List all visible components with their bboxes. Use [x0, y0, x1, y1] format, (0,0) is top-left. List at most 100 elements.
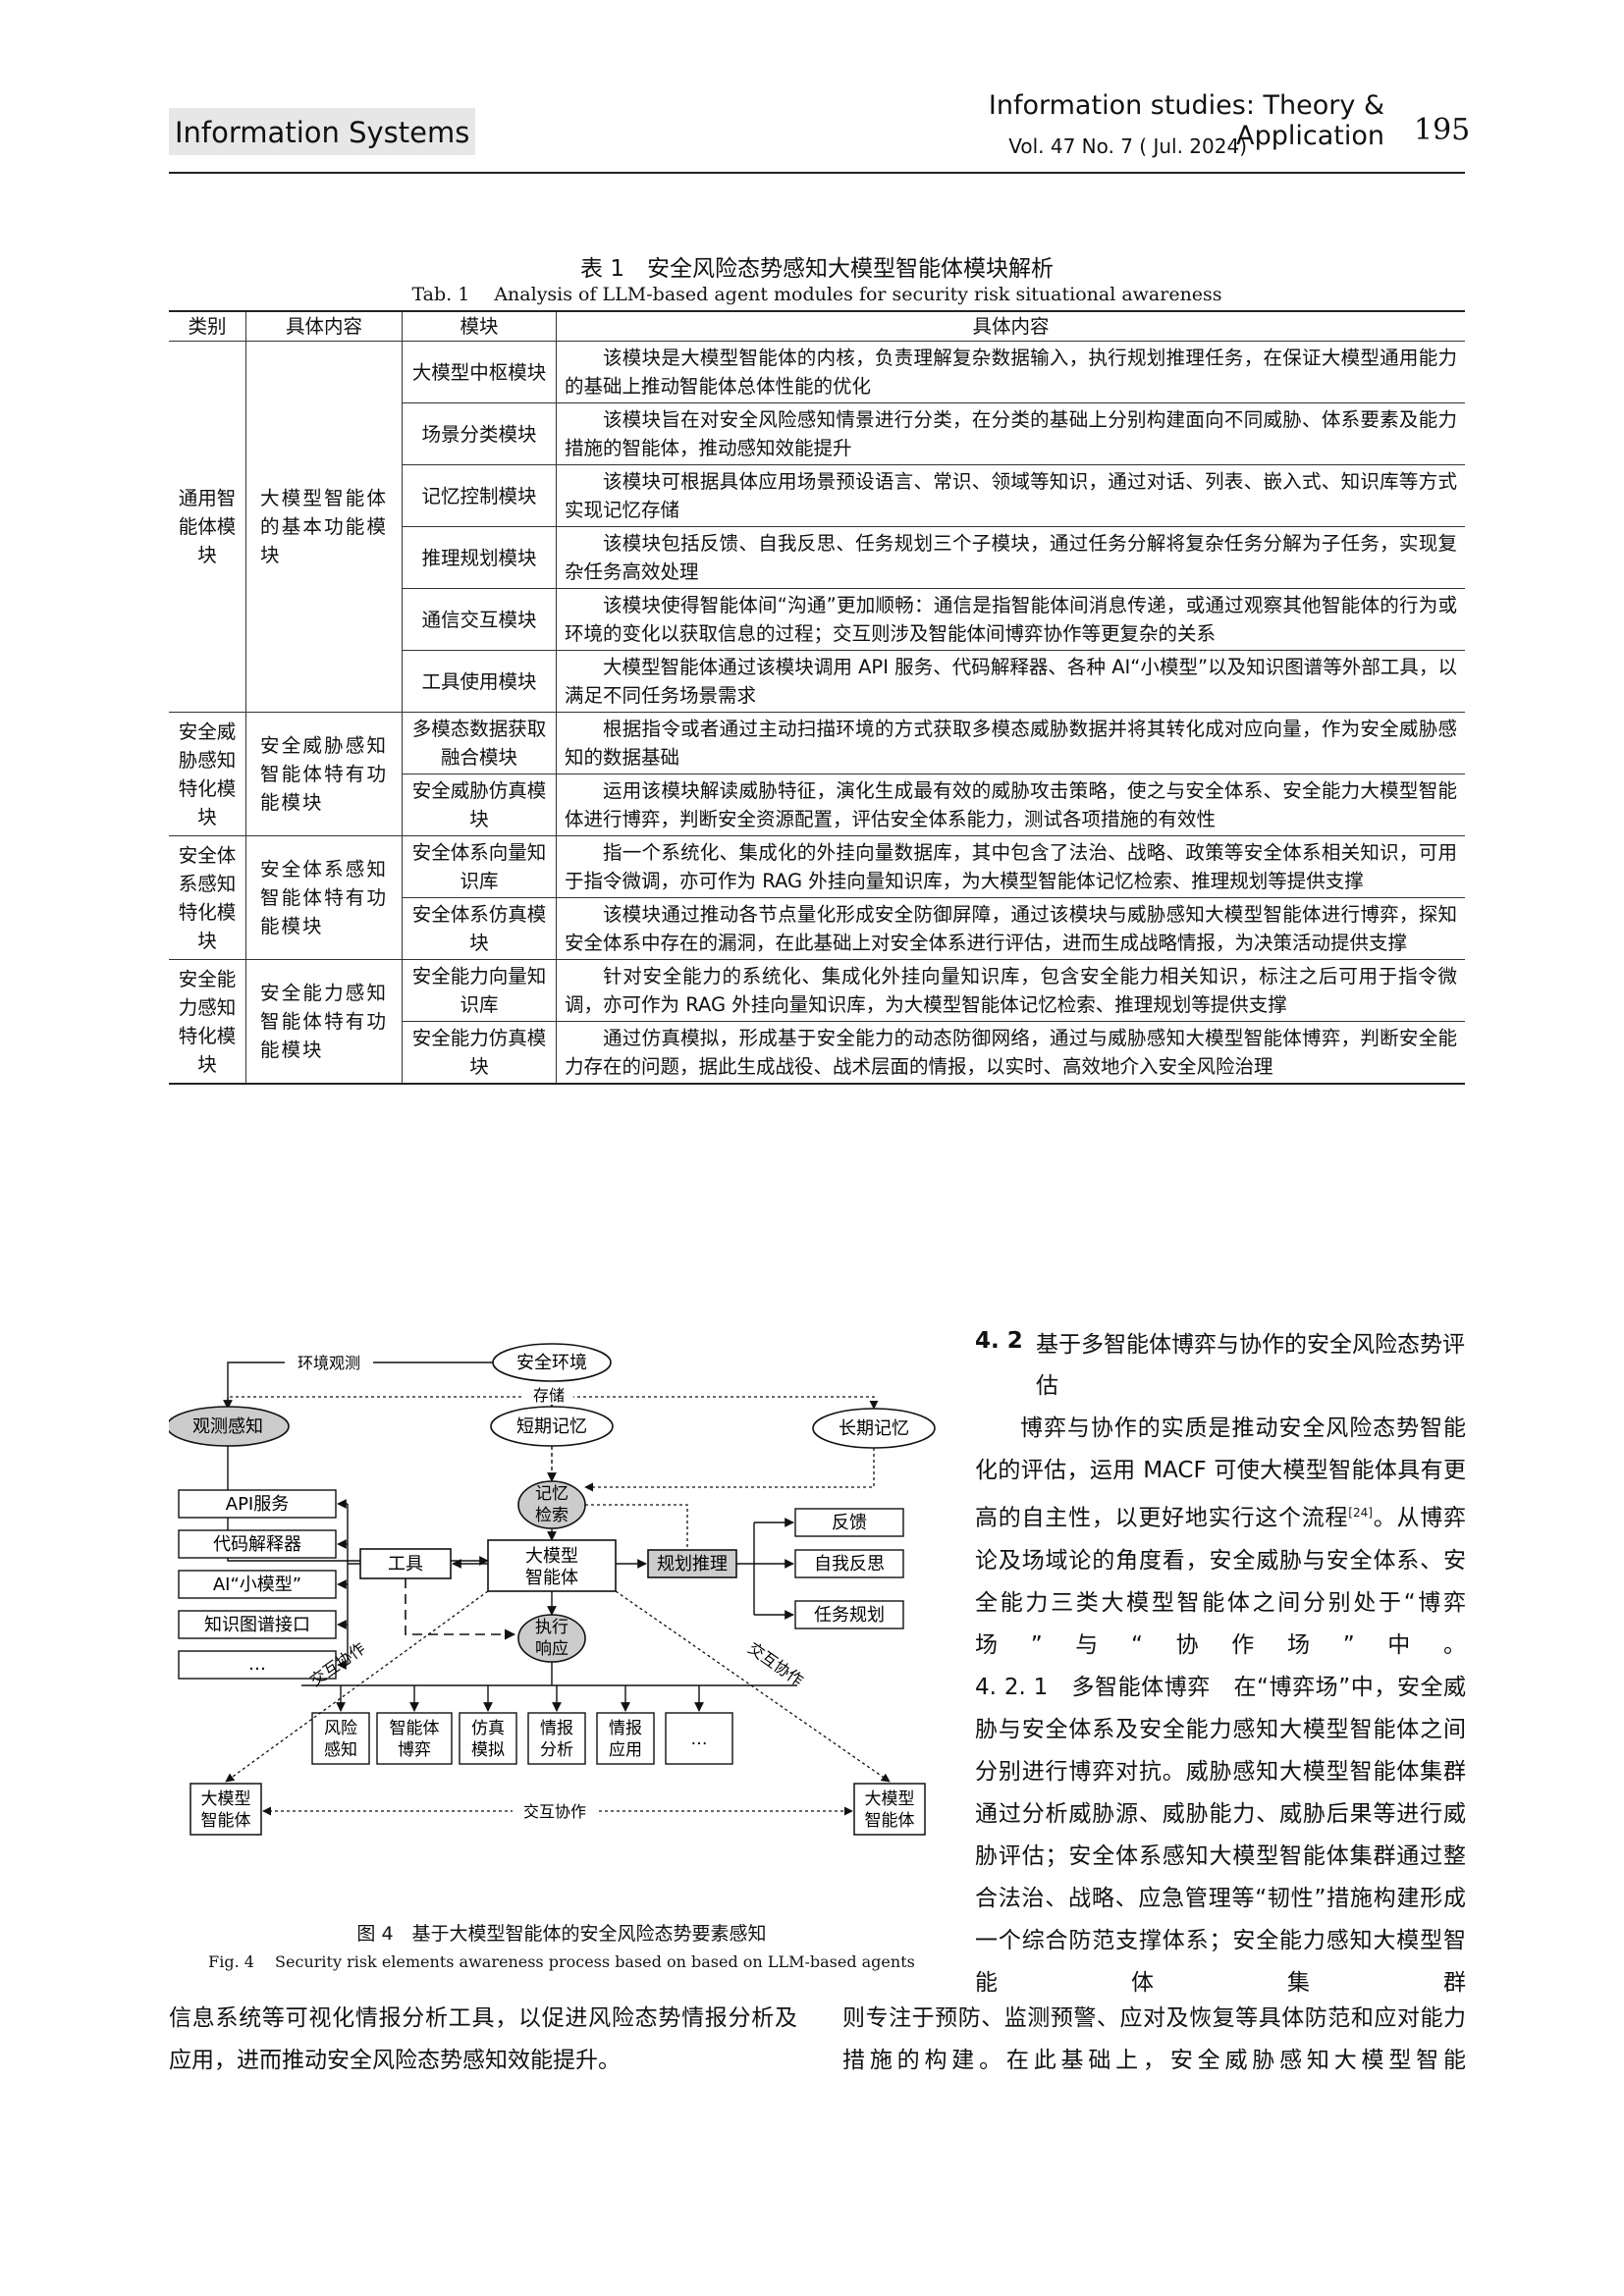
subsection-title: 多智能体博弈	[1071, 1674, 1211, 1700]
table-row: 安全能力仿真模块 通过仿真模拟，形成基于安全能力的动态防御网络，通过与威胁感知大…	[169, 1021, 1465, 1085]
header-rule	[169, 172, 1465, 174]
table-title-cn: 表 1 安全风险态势感知大模型智能体模块解析	[580, 256, 1054, 282]
desc-cell: 针对安全能力的系统化、集成化外挂向量知识库，包含安全能力相关知识，标注之后可用于…	[556, 959, 1465, 1022]
tools-node	[359, 1548, 452, 1579]
kg-label: 知识图谱接口	[204, 1615, 310, 1635]
table-row: 推理规划模块 该模块包括反馈、自我反思、任务规划三个子模块，通过任务分解将复杂任…	[169, 526, 1465, 589]
long-memory-retrieval-edge	[584, 1448, 875, 1492]
svg-text:应用: 应用	[609, 1740, 642, 1760]
output-list: 风险 感知 智能体 博弈 仿真 模拟 情报 分析 情报 应用 …	[311, 1685, 733, 1765]
desc-cell: 大模型智能体通过该模块调用 API 服务、代码解释器、各种 AI“小模型”以及知…	[556, 650, 1465, 713]
table-title-en: Tab. 1 Analysis of LLM-based agent modul…	[411, 284, 1222, 305]
output-label-4: 情报	[609, 1719, 642, 1738]
section-number: 4. 2	[975, 1328, 1023, 1354]
env-observe-label: 环境观测	[298, 1354, 360, 1372]
category-cell: 通用智能体模块	[169, 341, 246, 713]
content-cell: 大模型智能体的基本功能模块	[245, 341, 403, 713]
col-header-category: 类别	[169, 310, 246, 342]
desc-cell: 该模块可根据具体应用场景预设语言、常识、领域等知识，通过对话、列表、嵌入式、知识…	[556, 464, 1465, 527]
desc-cell: 该模块包括反馈、自我反思、任务规划三个子模块，通过任务分解将复杂任务分解为子任务…	[556, 526, 1465, 589]
agent-left-node	[189, 1783, 262, 1836]
desc-cell: 该模块通过推动各节点量化形成安全防御屏障，通过该模块与威胁感知大模型智能体进行博…	[556, 897, 1465, 960]
agent-right-node	[853, 1783, 926, 1836]
output-label-3: 情报	[540, 1719, 573, 1738]
figure-4-diagram: 安全环境 环境观测 观测感知 短期记忆 长期记忆 存储 记忆 检索 大模型 智能…	[169, 1343, 936, 1836]
planning-label: 规划推理	[657, 1554, 728, 1575]
module-cell: 通信交互模块	[402, 588, 557, 651]
svg-text:智能体: 智能体	[865, 1811, 915, 1831]
content-cell: 安全体系感知智能体特有功能模块	[245, 835, 403, 960]
feedback-label: 反馈	[832, 1513, 867, 1533]
more-tools-label: …	[248, 1654, 266, 1675]
paragraph-text: 博弈与协作的实质是推动安全风险态势智能化的评估，运用 MACF 可使大模型智能体…	[975, 1415, 1466, 1531]
tool-list: API服务 代码解释器 AI“小模型” 知识图谱接口 …	[178, 1489, 337, 1680]
memory-retrieval-label: 记忆	[535, 1484, 568, 1504]
desc-cell: 该模块是大模型智能体的内核，负责理解复杂数据输入，执行规划推理任务，在保证大模型…	[556, 341, 1465, 403]
category-cell: 安全威胁感知特化模块	[169, 712, 246, 836]
page-number: 195	[1414, 113, 1471, 147]
table-row: 场景分类模块 该模块旨在对安全风险感知情景进行分类，在分类的基础上分别构建面向不…	[169, 402, 1465, 465]
module-cell: 多模态数据获取融合模块	[402, 712, 557, 774]
desc-cell: 运用该模块解读威胁特征，演化生成最有效的威胁攻击策略，使之与安全体系、安全能力大…	[556, 774, 1465, 836]
paragraph-text: 在“博弈场”中，安全威胁与安全体系及安全能力感知大模型智能体之间分别进行博弈对抗…	[975, 1674, 1467, 1996]
category-cell: 安全能力感知特化模块	[169, 959, 246, 1085]
module-cell: 工具使用模块	[402, 650, 557, 713]
desc-cell: 指一个系统化、集成化的外挂向量数据库，其中包含了法治、战略、政策等安全体系相关知…	[556, 835, 1465, 898]
subsection-number: 4. 2. 1	[975, 1674, 1049, 1700]
content-cell: 安全能力感知智能体特有功能模块	[245, 959, 403, 1085]
svg-text:博弈: 博弈	[398, 1740, 431, 1760]
table-row: 工具使用模块 大模型智能体通过该模块调用 API 服务、代码解释器、各种 AI“…	[169, 650, 1465, 713]
svg-text:检索: 检索	[535, 1506, 568, 1525]
svg-text:响应: 响应	[535, 1639, 568, 1659]
agent-right-label: 大模型	[865, 1789, 915, 1809]
feedback-node	[794, 1508, 904, 1537]
citation: [24]	[1348, 1506, 1373, 1520]
right-column-text: 博弈与协作的实质是推动安全风险态势智能化的评估，运用 MACF 可使大模型智能体…	[975, 1408, 1466, 2004]
output-label-5: …	[691, 1730, 708, 1749]
svg-text:智能体: 智能体	[525, 1568, 578, 1588]
module-cell: 安全能力仿真模块	[402, 1021, 557, 1085]
desc-cell: 该模块使得智能体间“沟通”更加顺畅：通信是指智能体间消息传递，或通过观察其他智能…	[556, 588, 1465, 651]
desc-cell: 根据指令或者通过主动扫描环境的方式获取多模态威胁数据并将其转化成对应向量，作为安…	[556, 712, 1465, 774]
module-cell: 安全体系向量知识库	[402, 835, 557, 898]
table-row: 记忆控制模块 该模块可根据具体应用场景预设语言、常识、领域等知识，通过对话、列表…	[169, 464, 1465, 527]
self-reflect-node	[794, 1549, 904, 1578]
module-cell: 安全威胁仿真模块	[402, 774, 557, 836]
paragraph: 4. 2. 1 多智能体博弈 在“博弈场”中，安全威胁与安全体系及安全能力感知大…	[975, 1667, 1466, 2004]
interact-label-right: 交互协作	[744, 1638, 806, 1689]
output-label-2: 仿真	[471, 1719, 505, 1738]
env-label: 安全环境	[516, 1353, 587, 1373]
bottom-left-text: 信息系统等可视化情报分析工具，以促进风险态势情报分析及应用，进而推动安全风险态势…	[169, 2005, 797, 2073]
agent-center-label: 大模型	[525, 1546, 578, 1567]
module-cell: 安全体系仿真模块	[402, 897, 557, 960]
modules-table: 类别 具体内容 模块 具体内容 通用智能体模块 大模型智能体的基本功能模块 大模…	[169, 310, 1465, 1085]
table-row: 安全威胁感知特化模块 安全威胁感知智能体特有功能模块 多模态数据获取融合模块 根…	[169, 712, 1465, 836]
desc-cell: 该模块旨在对安全风险感知情景进行分类，在分类的基础上分别构建面向不同威胁、体系要…	[556, 402, 1465, 465]
task-plan-node	[794, 1600, 904, 1629]
bottom-right-text: 则专注于预防、监测预警、应对及恢复等具体防范和应对能力措施的构建。在此基础上，安…	[842, 2005, 1466, 2073]
api-label: API服务	[226, 1494, 289, 1515]
journal-title: Information studies: Theory & Applicatio…	[988, 90, 1384, 151]
table-row: 通用智能体模块 大模型智能体的基本功能模块 大模型中枢模块 该模块是大模型智能体…	[169, 341, 1465, 713]
agent-left-label: 大模型	[201, 1789, 251, 1809]
svg-text:感知: 感知	[324, 1740, 357, 1760]
self-reflect-label: 自我反思	[814, 1554, 885, 1575]
col-header-content: 具体内容	[245, 310, 403, 342]
env-observe-edge	[223, 1362, 493, 1410]
section-label: Information Systems	[169, 108, 476, 155]
table-row: 安全体系感知特化模块 安全体系感知智能体特有功能模块 安全体系向量知识库 指一个…	[169, 835, 1465, 960]
module-cell: 推理规划模块	[402, 526, 557, 589]
task-plan-label: 任务规划	[814, 1605, 885, 1626]
table-row: 安全能力感知特化模块 安全能力感知智能体特有功能模块 安全能力向量知识库 针对安…	[169, 959, 1465, 1085]
module-cell: 大模型中枢模块	[402, 341, 557, 403]
category-cell: 安全体系感知特化模块	[169, 835, 246, 960]
content-cell: 安全威胁感知智能体特有功能模块	[245, 712, 403, 836]
module-cell: 安全能力向量知识库	[402, 959, 557, 1022]
output-label-0: 风险	[324, 1719, 357, 1738]
module-cell: 记忆控制模块	[402, 464, 557, 527]
svg-text:智能体: 智能体	[201, 1811, 251, 1831]
observe-label: 观测感知	[192, 1416, 263, 1437]
table-row: 安全威胁仿真模块 运用该模块解读威胁特征，演化生成最有效的威胁攻击策略，使之与安…	[169, 774, 1465, 836]
short-memory-label: 短期记忆	[516, 1416, 587, 1437]
output-label-1: 智能体	[390, 1719, 440, 1738]
